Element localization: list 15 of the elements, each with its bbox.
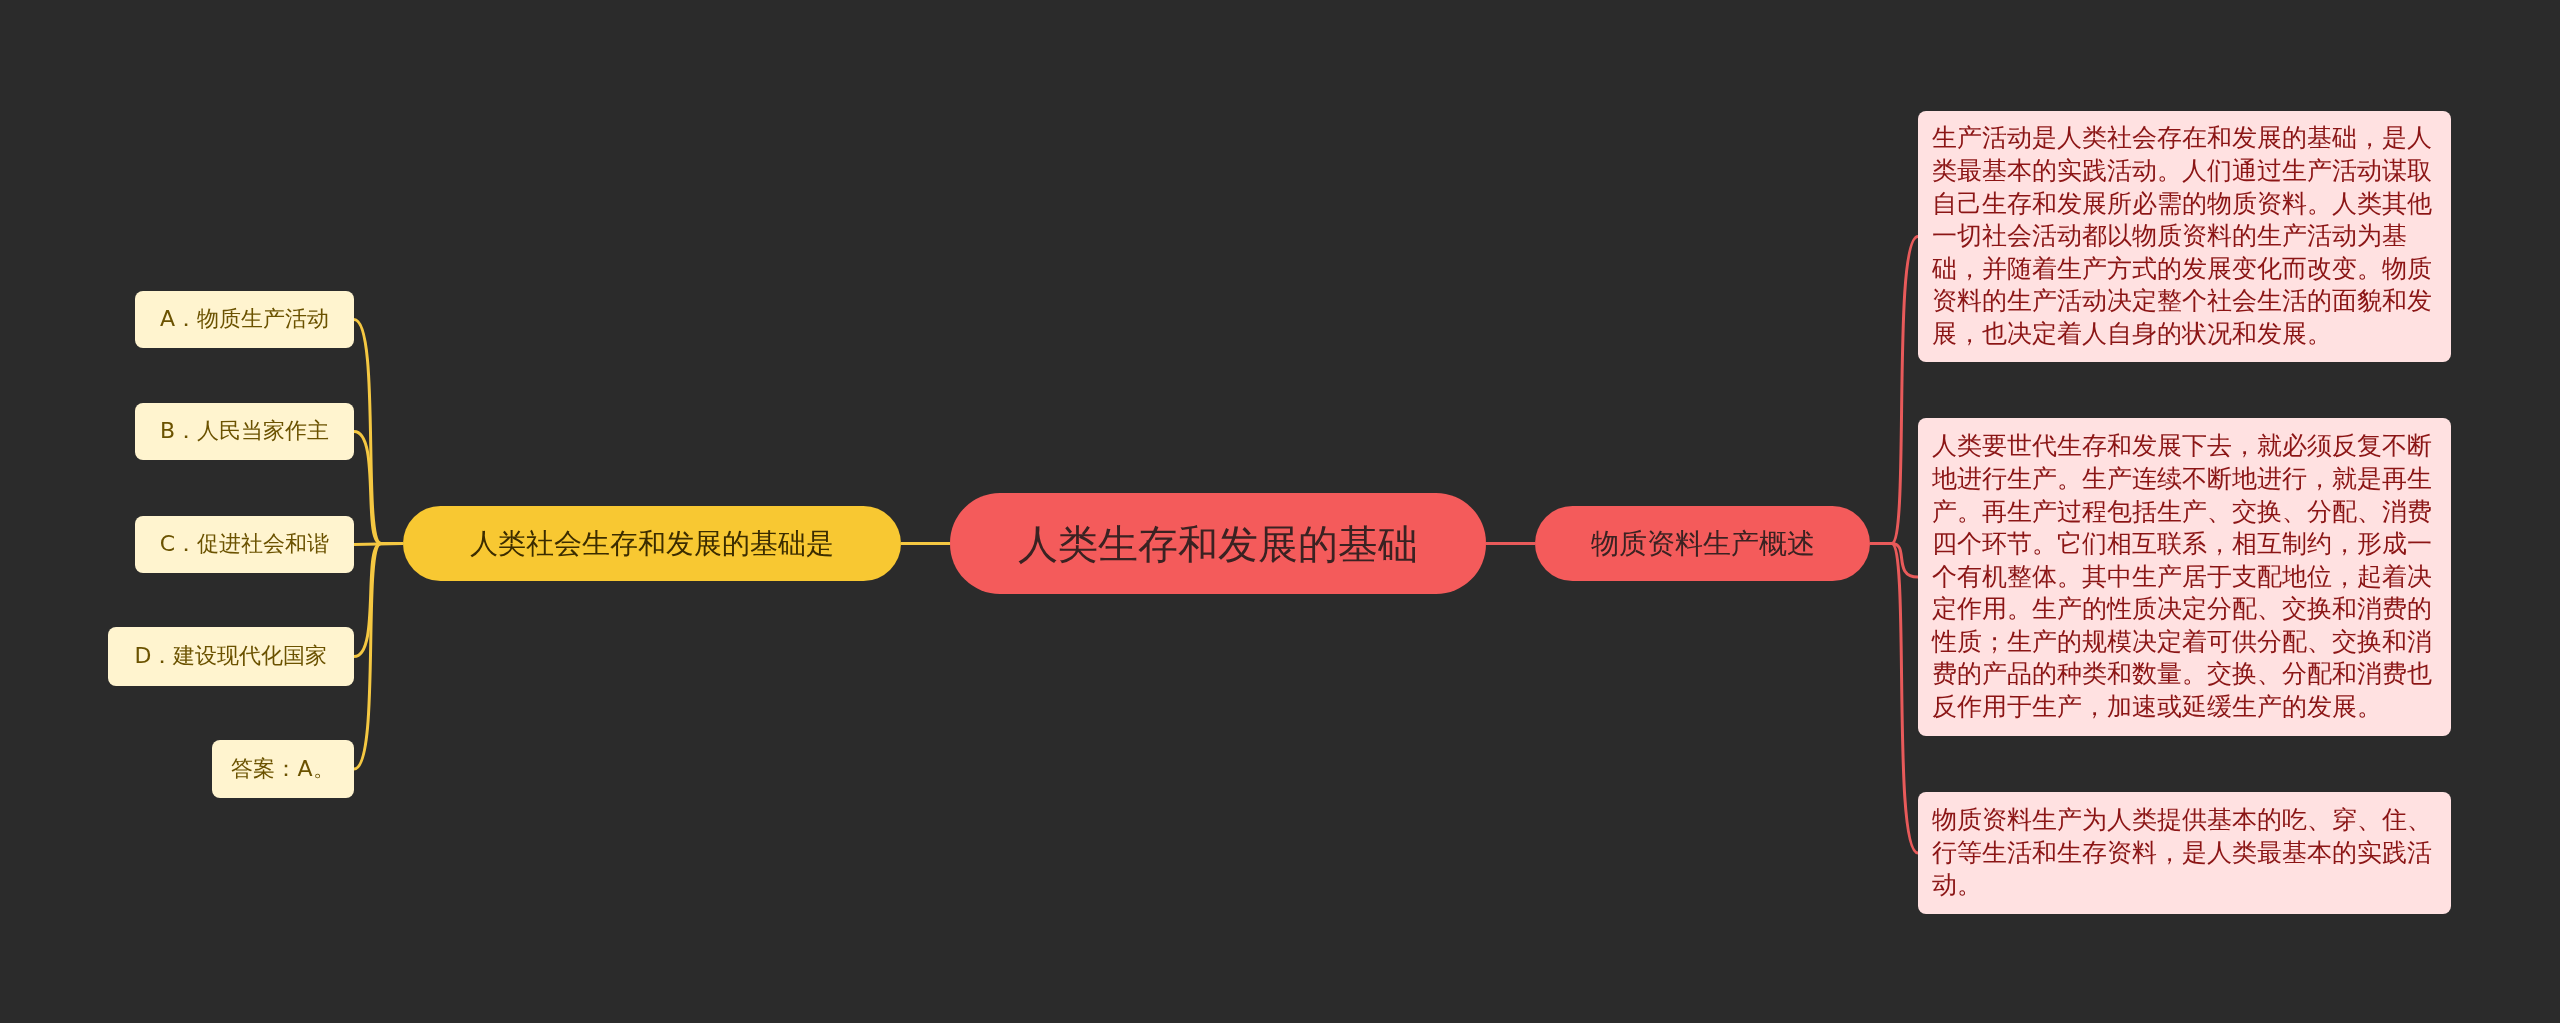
option-box: B．人民当家作主	[135, 403, 354, 460]
option-box: C．促进社会和谐	[135, 516, 354, 573]
connector-line	[353, 542, 403, 771]
option-box: 答案：A。	[212, 740, 354, 798]
connector-line	[1486, 542, 1535, 545]
note-box: 人类要世代生存和发展下去，就必须反复不断地进行生产。生产连续不断地进行，就是再生产。再生产过程包括生产、交换、分配、消费四个环节。它们相互联系，相互制约，形成一个有机整体。其中生产居于支配地位，起着决定作用。生产的性质决定分配、交换和消费的性质；生产的规模决定着可供分配、交换和消费的产品的种类和数量。交换、分配和消费也反作用于生产，加速或延缓生产的发展。	[1918, 418, 2451, 736]
option-box: D．建设现代化国家	[108, 627, 354, 686]
option-box: A．物质生产活动	[135, 291, 354, 348]
central-topic: 人类生存和发展的基础	[950, 493, 1486, 594]
connector-line	[901, 542, 950, 545]
branch-topic: 人类社会生存和发展的基础是	[403, 506, 901, 581]
note-box: 物质资料生产为人类提供基本的吃、穿、住、行等生活和生存资料，是人类最基本的实践活动。	[1918, 792, 2451, 914]
connector-line	[1870, 542, 1920, 855]
branch-topic: 物质资料生产概述	[1535, 506, 1870, 581]
note-box: 生产活动是人类社会存在和发展的基础，是人类最基本的实践活动。人们通过生产活动谋取自己生存和发展所必需的物质资料。人类其他一切社会活动都以物质资料的生产活动为基础，并随着生产方式的发展变化而改变。物质资料的生产活动决定整个社会生活的面貌和发展，也决定着人自身的状况和发展。	[1918, 111, 2451, 362]
